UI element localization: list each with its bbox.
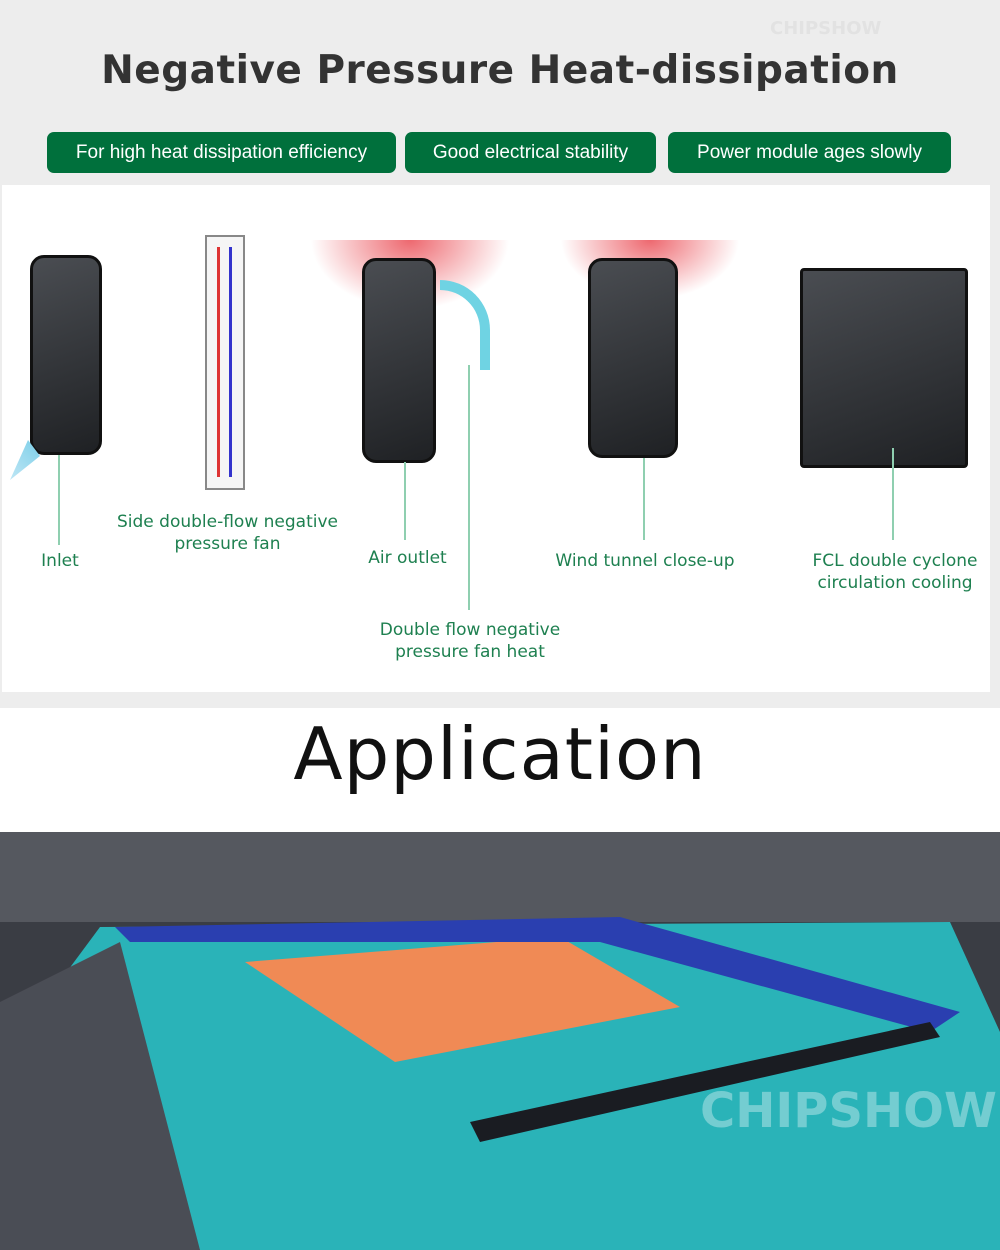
badge-electrical-stability: Good electrical stability [405,132,656,173]
volleyball-court [245,937,680,1062]
application-title: Application [293,712,707,796]
leader-line [643,458,645,540]
label-air-outlet: Air outlet [368,548,447,568]
leader-line [58,455,60,545]
label-double-flow: Double flow negative pressure fan heat [379,620,561,662]
leader-line [892,448,894,540]
leader-line [404,462,406,540]
label-inlet: Inlet [41,551,79,571]
label-fcl: FCL double cyclone circulation cooling [812,551,978,593]
cabinet-wind-tunnel-image [588,258,678,458]
label-side-fan: Side double-flow negative pressure fan [116,512,338,554]
watermark-logo: CHIPSHOW [770,18,882,39]
court-floor [0,922,1000,1250]
side-fan-diagram [205,235,245,490]
application-section [0,708,1000,832]
page-title: Negative Pressure Heat-dissipation [101,48,899,93]
barrier [470,1022,940,1142]
badge-heat-efficiency: For high heat dissipation efficiency [47,132,396,173]
label-wind-tunnel: Wind tunnel close-up [555,551,735,571]
arena-photo: CHIPSHOW [0,832,1000,1250]
badge-power-module: Power module ages slowly [668,132,951,173]
cabinet-fcl-image [800,268,968,468]
upper-stands [0,832,1000,922]
watermark-logo: CHIPSHOW [700,1083,997,1139]
led-perimeter-board [115,917,960,1032]
bench-area [0,942,200,1250]
leader-line [468,365,470,610]
cabinet-inlet-image [30,255,102,455]
cabinet-air-outlet-image [362,258,436,463]
